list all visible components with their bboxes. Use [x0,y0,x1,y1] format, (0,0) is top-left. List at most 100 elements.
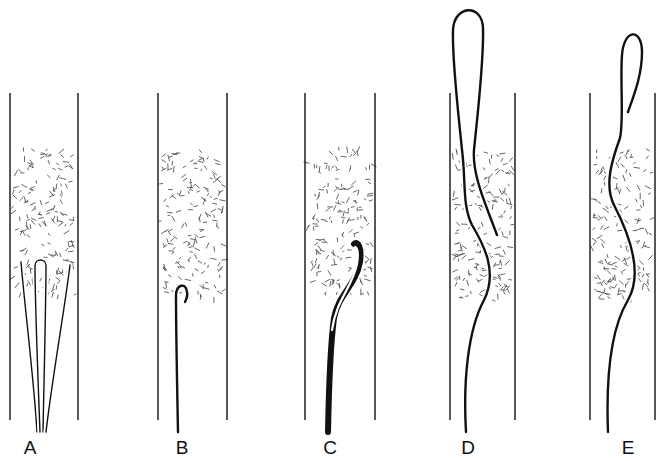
texture-stroke [27,214,28,218]
texture-stroke [313,223,317,224]
texture-stroke [505,261,509,265]
texture-stroke [315,243,318,245]
texture-stroke [36,181,37,183]
texture-stroke [200,286,203,288]
texture-stroke [164,264,166,270]
texture-stroke [649,233,652,235]
texture-stroke [183,178,187,181]
texture-stroke [496,170,500,174]
texture-stroke [476,264,477,268]
texture-stroke [346,147,348,153]
texture-stroke [61,191,63,194]
texture-stroke [593,228,595,230]
lesion-texture [10,147,654,303]
texture-stroke [618,190,620,193]
texture-stroke [337,256,339,258]
texture-stroke [507,172,509,174]
texture-stroke [30,187,35,189]
texture-stroke [630,173,631,176]
texture-stroke [359,207,361,208]
texture-stroke [13,190,14,193]
texture-stroke [636,229,641,231]
texture-stroke [609,288,611,289]
texture-stroke [503,291,505,294]
texture-stroke [329,151,332,154]
texture-stroke [24,156,25,161]
texture-stroke [620,246,621,248]
texture-stroke [473,184,474,187]
texture-stroke [185,223,186,227]
texture-stroke [462,255,466,259]
texture-stroke [162,168,166,170]
texture-stroke [30,189,32,191]
texture-stroke [222,185,226,187]
texture-stroke [457,278,459,281]
texture-stroke [221,244,226,246]
texture-stroke [620,281,624,285]
texture-stroke [168,168,173,170]
texture-stroke [47,209,52,211]
texture-stroke [218,209,221,210]
texture-stroke [163,267,165,270]
texture-stroke [319,167,321,173]
texture-stroke [499,268,501,269]
texture-stroke [339,210,343,212]
texture-stroke [38,214,41,215]
texture-stroke [455,207,457,210]
texture-stroke [173,247,175,249]
texture-stroke [165,291,169,293]
texture-stroke [510,206,512,208]
texture-stroke [476,252,480,253]
texture-stroke [357,147,360,152]
texture-stroke [361,281,363,285]
texture-stroke [650,172,652,174]
texture-stroke [176,211,181,213]
texture-stroke [624,258,626,264]
texture-stroke [342,234,343,237]
texture-stroke [200,236,205,237]
texture-stroke [647,279,648,282]
texture-stroke [638,274,640,277]
texture-stroke [212,172,217,175]
texture-stroke [595,289,597,290]
texture-stroke [613,262,617,263]
texture-stroke [27,235,30,237]
texture-stroke [370,267,372,272]
texture-stroke [160,183,163,184]
texture-stroke [14,267,18,268]
texture-stroke [368,292,369,295]
texture-stroke [361,293,364,294]
texture-stroke [368,182,370,183]
texture-stroke [484,152,487,153]
texture-stroke [190,251,193,253]
texture-stroke [618,157,621,162]
texture-stroke [169,189,173,190]
texture-stroke [56,286,57,289]
texture-stroke [60,200,62,204]
texture-stroke [163,288,166,289]
texture-stroke [168,212,173,213]
texture-stroke [63,178,66,179]
texture-stroke [342,220,344,223]
texture-stroke [640,261,644,265]
texture-stroke [475,203,476,205]
texture-stroke [496,285,498,287]
texture-stroke [456,222,459,226]
texture-stroke [190,238,194,240]
texture-stroke [72,241,73,246]
texture-stroke [498,275,501,279]
texture-stroke [214,160,219,162]
texture-stroke [337,238,339,242]
texture-stroke [615,256,620,259]
texture-stroke [504,287,507,290]
texture-stroke [48,243,50,245]
texture-stroke [496,254,500,255]
texture-stroke [493,300,496,301]
texture-stroke [30,225,32,229]
texture-stroke [647,274,649,277]
texture-stroke [195,238,197,244]
texture-stroke [604,176,606,180]
texture-stroke [593,214,594,218]
texture-stroke [28,265,29,267]
